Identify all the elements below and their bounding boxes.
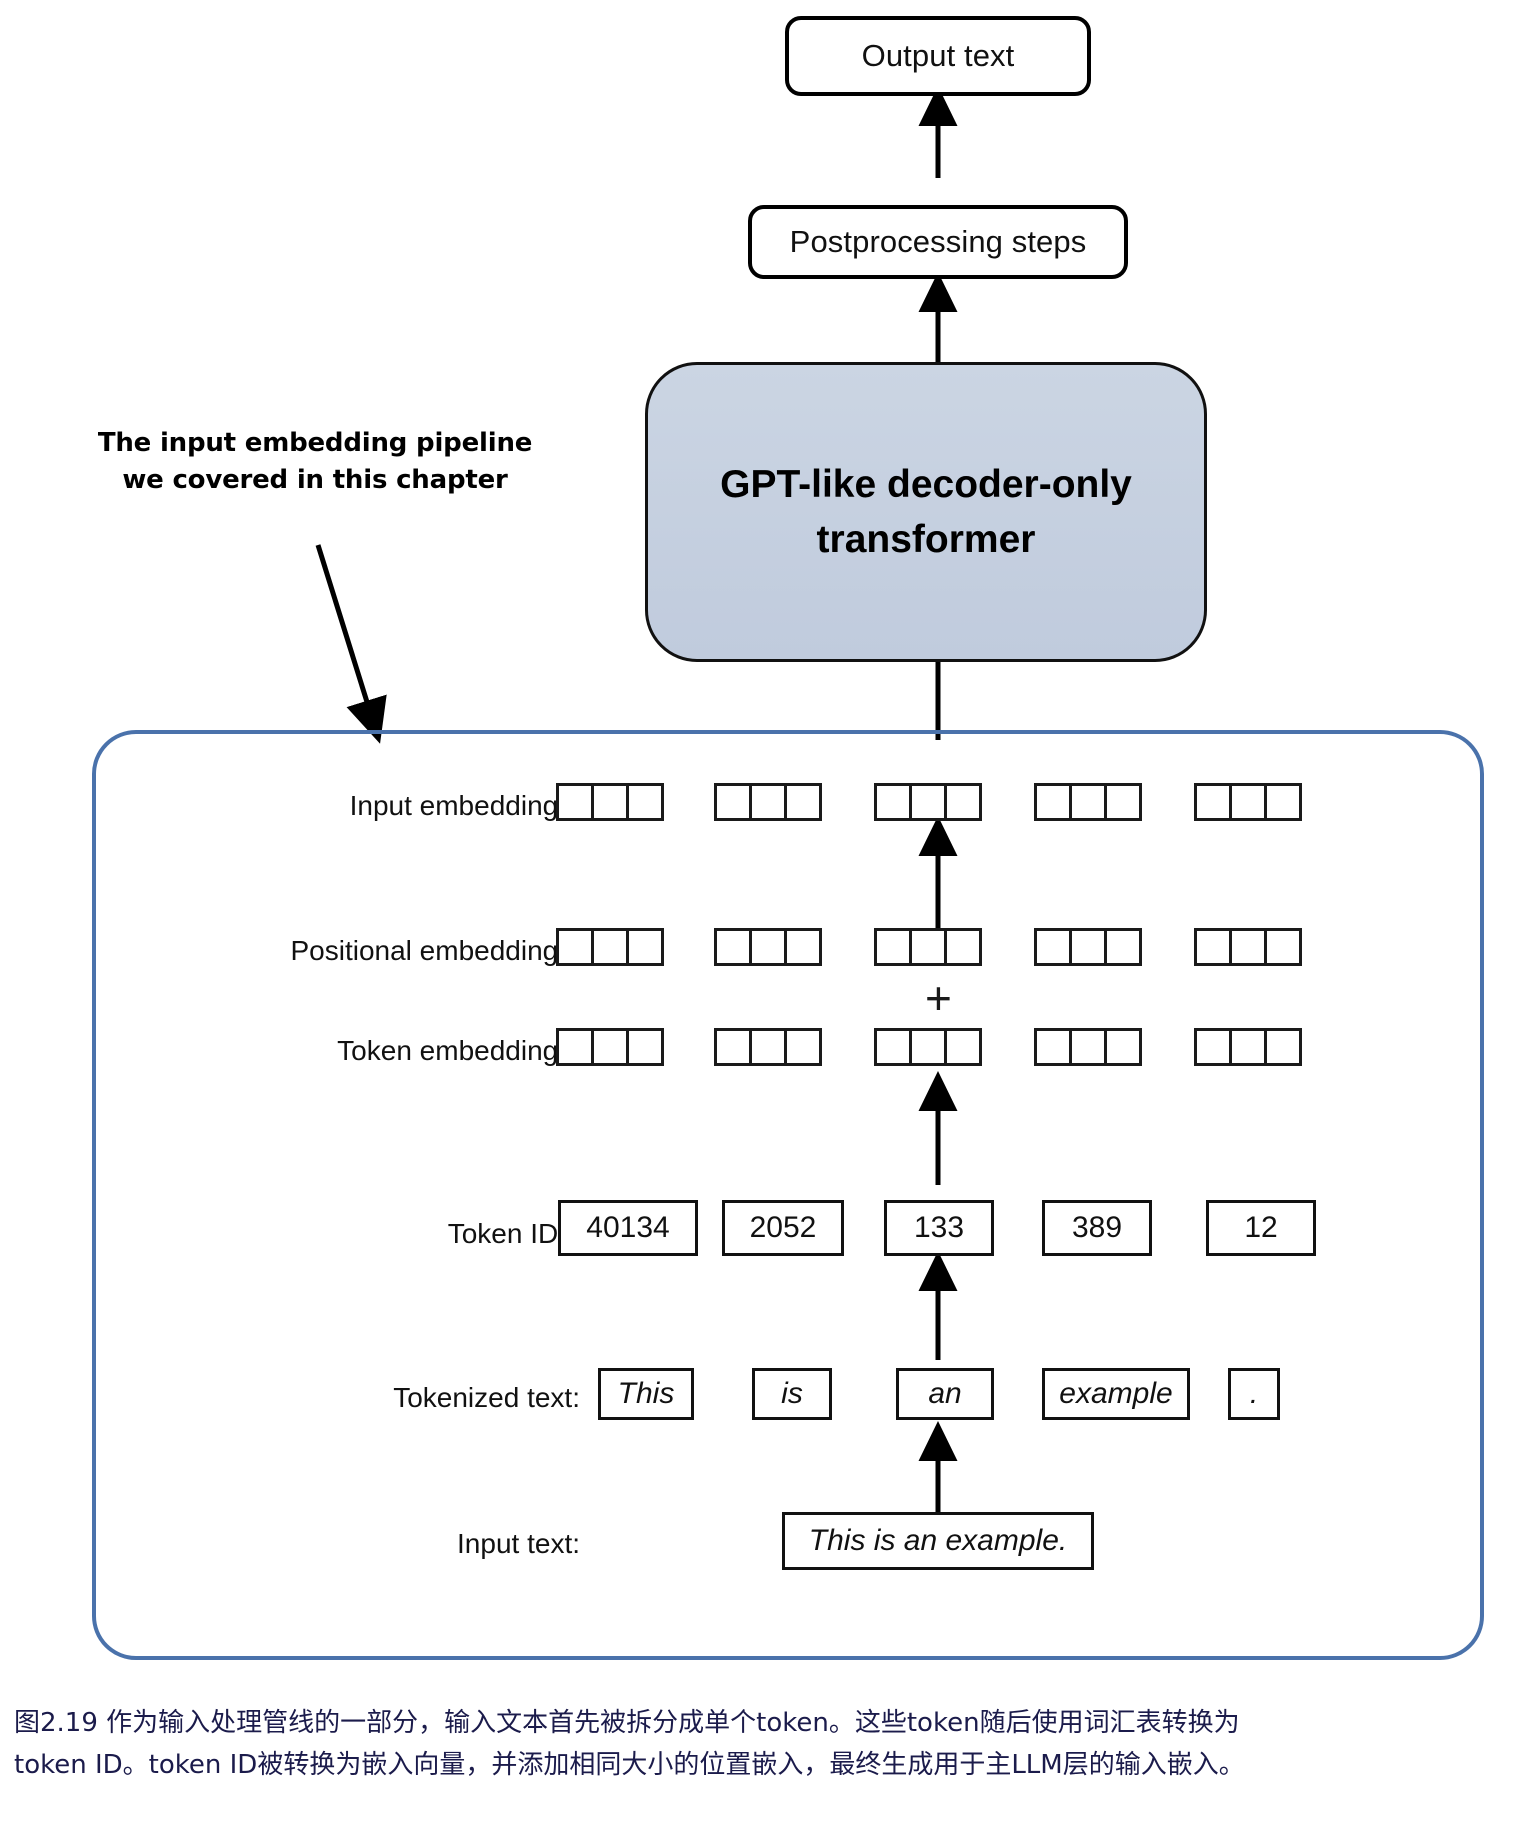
embedding-cell [874, 783, 912, 821]
embedding-cell [1194, 928, 1232, 966]
embedding-cell [1229, 928, 1267, 966]
embedding-cell [1034, 928, 1072, 966]
token-id-box-1[interactable]: 40134 [558, 1200, 698, 1256]
embedding-cell [749, 928, 787, 966]
caption-line-2: token ID。token ID被转换为嵌入向量，并添加相同大小的位置嵌入，最… [14, 1750, 1245, 1781]
embedding-cell [1069, 1028, 1107, 1066]
positional-embedding-group-3 [874, 928, 982, 966]
embedding-cell [556, 928, 594, 966]
input-embedding-group-1 [556, 783, 664, 821]
input-embedding-group-2 [714, 783, 822, 821]
embedding-cell [1229, 783, 1267, 821]
label-positional-embeddings: Positional embeddings: [290, 935, 580, 966]
token-box-5[interactable]: . [1228, 1368, 1280, 1420]
token-id-box-5[interactable]: 12 [1206, 1200, 1316, 1256]
embedding-cell [874, 928, 912, 966]
embedding-cell [626, 1028, 664, 1066]
input-embedding-group-3 [874, 783, 982, 821]
embedding-cell [909, 928, 947, 966]
output-text-node[interactable]: Output text [785, 16, 1091, 96]
embedding-cell [714, 1028, 752, 1066]
sum-operator: + [925, 972, 952, 1024]
caption-line-1: 图2.19 作为输入处理管线的一部分，输入文本首先被拆分成单个token。这些t… [14, 1708, 1240, 1738]
embedding-cell [626, 783, 664, 821]
embedding-cell [944, 1028, 982, 1066]
token-id-box-2[interactable]: 2052 [722, 1200, 844, 1256]
token-embedding-group-4 [1034, 1028, 1142, 1066]
label-input-embeddings: Input embeddings: [349, 790, 580, 821]
embedding-cell [1104, 783, 1142, 821]
embedding-cell [1264, 783, 1302, 821]
embedding-cell [1264, 1028, 1302, 1066]
token-box-4[interactable]: example [1042, 1368, 1190, 1420]
embedding-cell [714, 928, 752, 966]
input-text-box[interactable]: This is an example. [782, 1512, 1094, 1570]
embedding-cell [591, 928, 629, 966]
embedding-cell [591, 783, 629, 821]
label-input-text: Input text: [457, 1528, 580, 1559]
embedding-cell [1194, 1028, 1232, 1066]
embedding-cell [626, 928, 664, 966]
token-box-2[interactable]: is [752, 1368, 832, 1420]
embedding-cell [944, 783, 982, 821]
embedding-cell [909, 1028, 947, 1066]
label-tokenized-text: Tokenized text: [393, 1382, 580, 1413]
embedding-cell [1264, 928, 1302, 966]
positional-embedding-group-1 [556, 928, 664, 966]
token-box-3[interactable]: an [896, 1368, 994, 1420]
embedding-cell [1229, 1028, 1267, 1066]
token-id-box-4[interactable]: 389 [1042, 1200, 1152, 1256]
embedding-cell [1104, 1028, 1142, 1066]
token-embedding-group-1 [556, 1028, 664, 1066]
embedding-cell [556, 1028, 594, 1066]
input-embedding-pipeline-container [92, 730, 1484, 1660]
token-embedding-group-2 [714, 1028, 822, 1066]
label-token-embeddings: Token embeddings: [337, 1035, 580, 1066]
embedding-cell [1069, 928, 1107, 966]
token-id-box-3[interactable]: 133 [884, 1200, 994, 1256]
embedding-cell [784, 928, 822, 966]
input-embedding-group-5 [1194, 783, 1302, 821]
figure-caption: 图2.19 作为输入处理管线的一部分，输入文本首先被拆分成单个token。这些t… [14, 1702, 1504, 1786]
token-box-1[interactable]: This [598, 1368, 694, 1420]
embedding-cell [749, 783, 787, 821]
embedding-cell [556, 783, 594, 821]
embedding-cell [1034, 1028, 1072, 1066]
embedding-cell [784, 1028, 822, 1066]
token-embedding-group-5 [1194, 1028, 1302, 1066]
postprocessing-steps-node[interactable]: Postprocessing steps [748, 205, 1128, 279]
embedding-cell [909, 783, 947, 821]
positional-embedding-group-2 [714, 928, 822, 966]
embedding-cell [749, 1028, 787, 1066]
embedding-cell [1194, 783, 1232, 821]
embedding-cell [591, 1028, 629, 1066]
embedding-cell [874, 1028, 912, 1066]
pipeline-annotation: The input embedding pipeline we covered … [97, 428, 533, 495]
embedding-cell [1069, 783, 1107, 821]
input-embedding-group-4 [1034, 783, 1142, 821]
embedding-cell [944, 928, 982, 966]
embedding-cell [1104, 928, 1142, 966]
gpt-decoder-transformer-node[interactable]: GPT-like decoder-only transformer [645, 362, 1207, 662]
label-token-ids: Token IDs: [447, 1218, 580, 1249]
token-embedding-group-3 [874, 1028, 982, 1066]
embedding-cell [1034, 783, 1072, 821]
positional-embedding-group-4 [1034, 928, 1142, 966]
embedding-cell [714, 783, 752, 821]
positional-embedding-group-5 [1194, 928, 1302, 966]
embedding-cell [784, 783, 822, 821]
